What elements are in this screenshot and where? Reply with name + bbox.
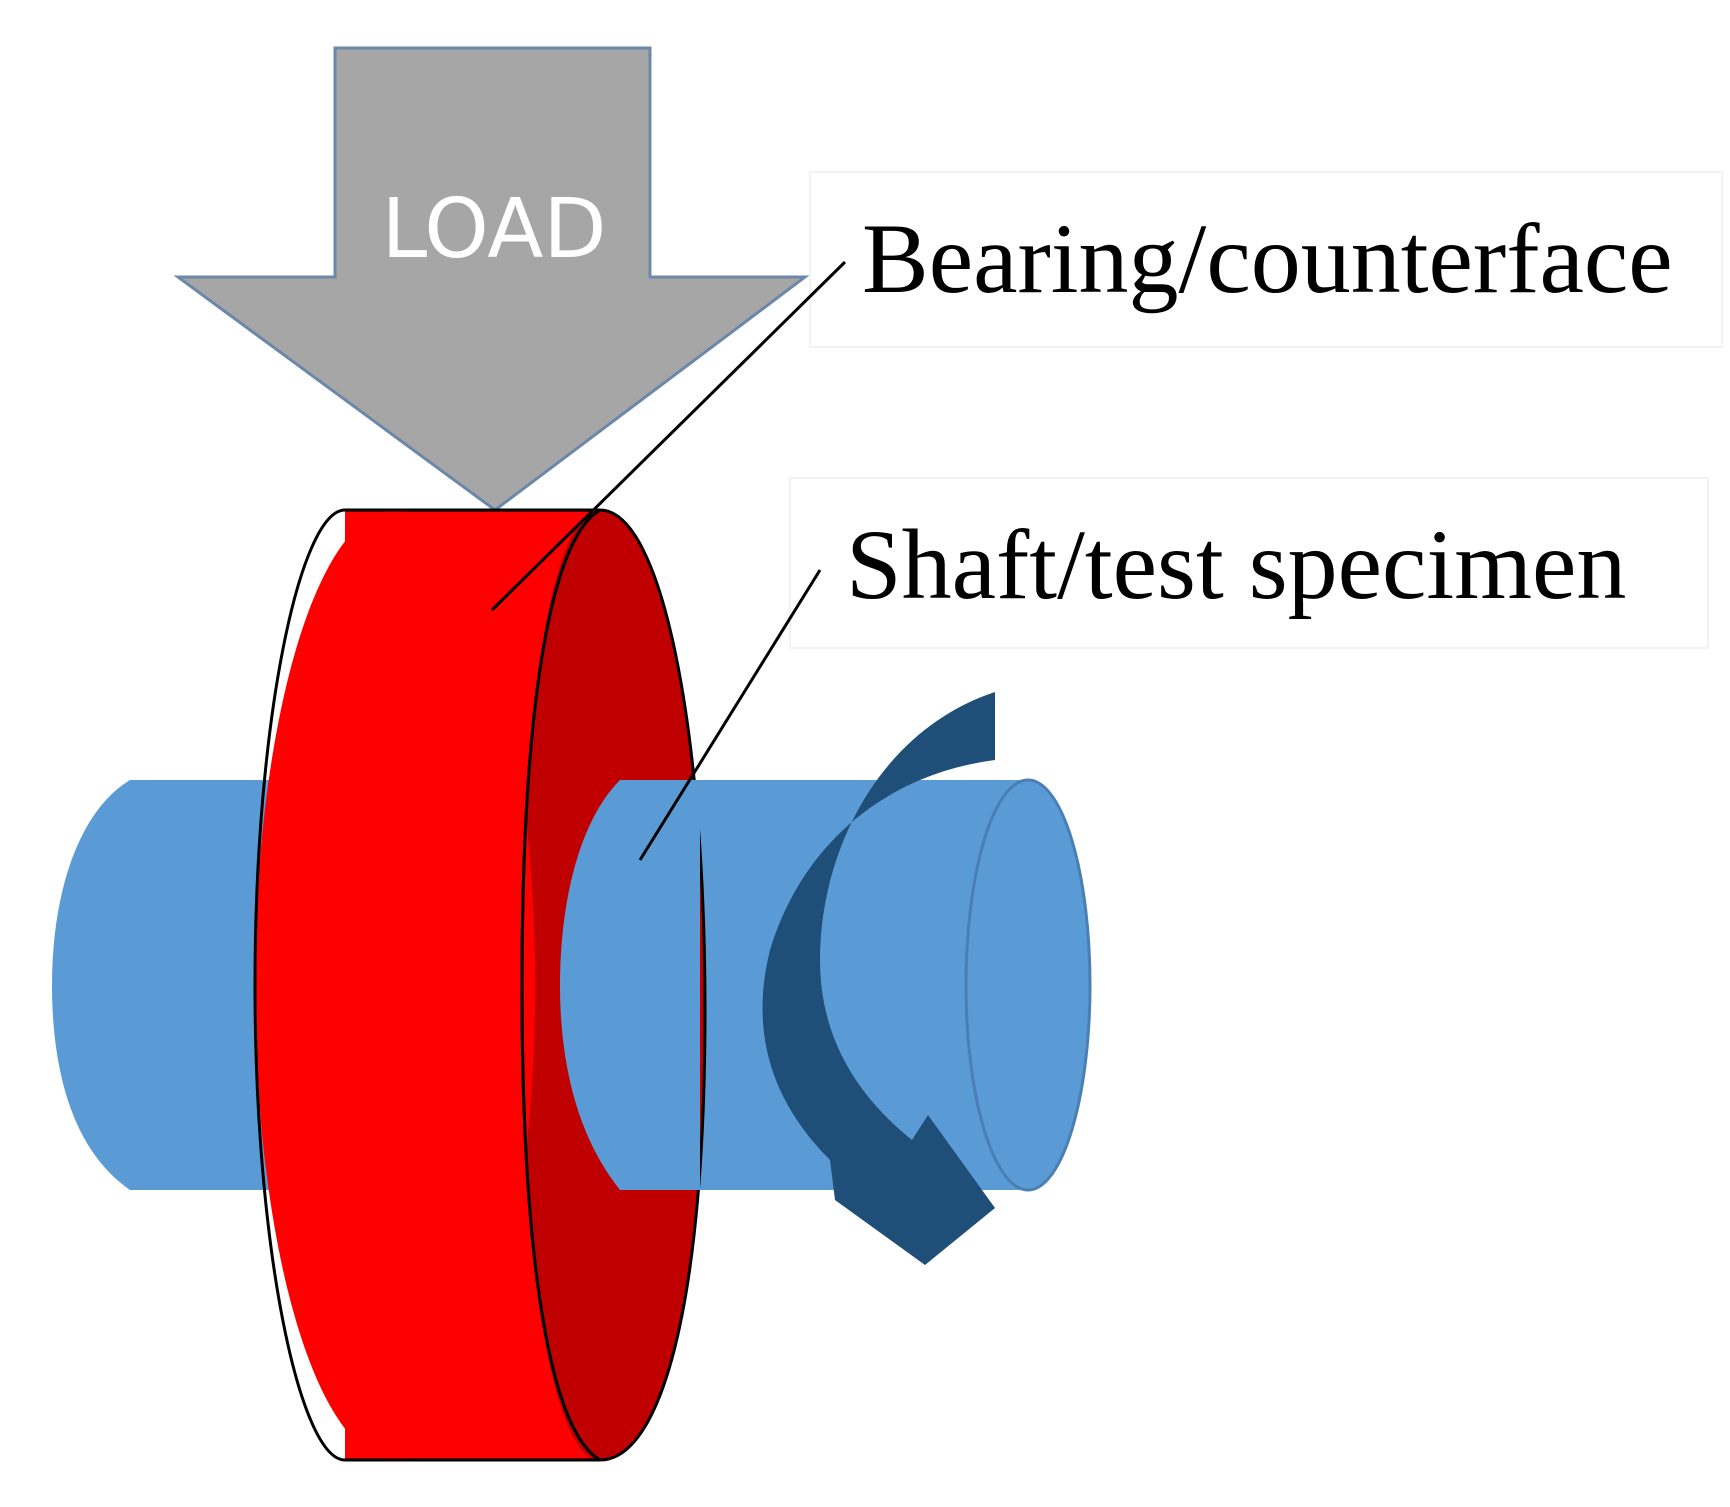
shaft-end-face <box>964 778 1092 1192</box>
shaft-left <box>52 780 300 1190</box>
down-arrow-icon <box>173 46 810 512</box>
shaft-label-box <box>789 477 1709 649</box>
bearing-leader-line <box>490 260 847 612</box>
bearing-disk <box>253 508 707 1462</box>
shaft-hub-overlap <box>560 780 700 1190</box>
load-arrow: LOAD <box>173 46 810 512</box>
shaft-label: Shaft/test specimen <box>846 509 1626 620</box>
bearing-label-box <box>809 171 1723 348</box>
load-label: LOAD <box>381 182 606 277</box>
curved-rotation-arrow-icon <box>762 692 995 1265</box>
shaft-leader-line <box>638 569 822 861</box>
bearing-label: Bearing/counterface <box>862 203 1673 314</box>
